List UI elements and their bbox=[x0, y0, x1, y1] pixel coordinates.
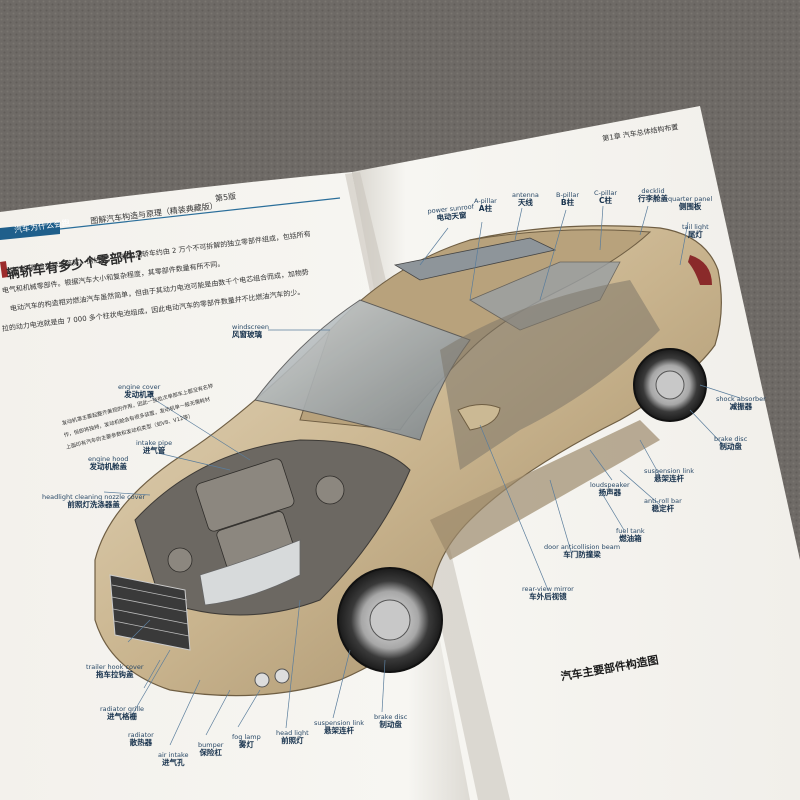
leader-lines bbox=[103, 205, 741, 746]
header-rule bbox=[59, 197, 341, 230]
header-tab bbox=[0, 222, 60, 240]
car-illustration bbox=[94, 225, 722, 697]
question-accent bbox=[0, 261, 9, 278]
